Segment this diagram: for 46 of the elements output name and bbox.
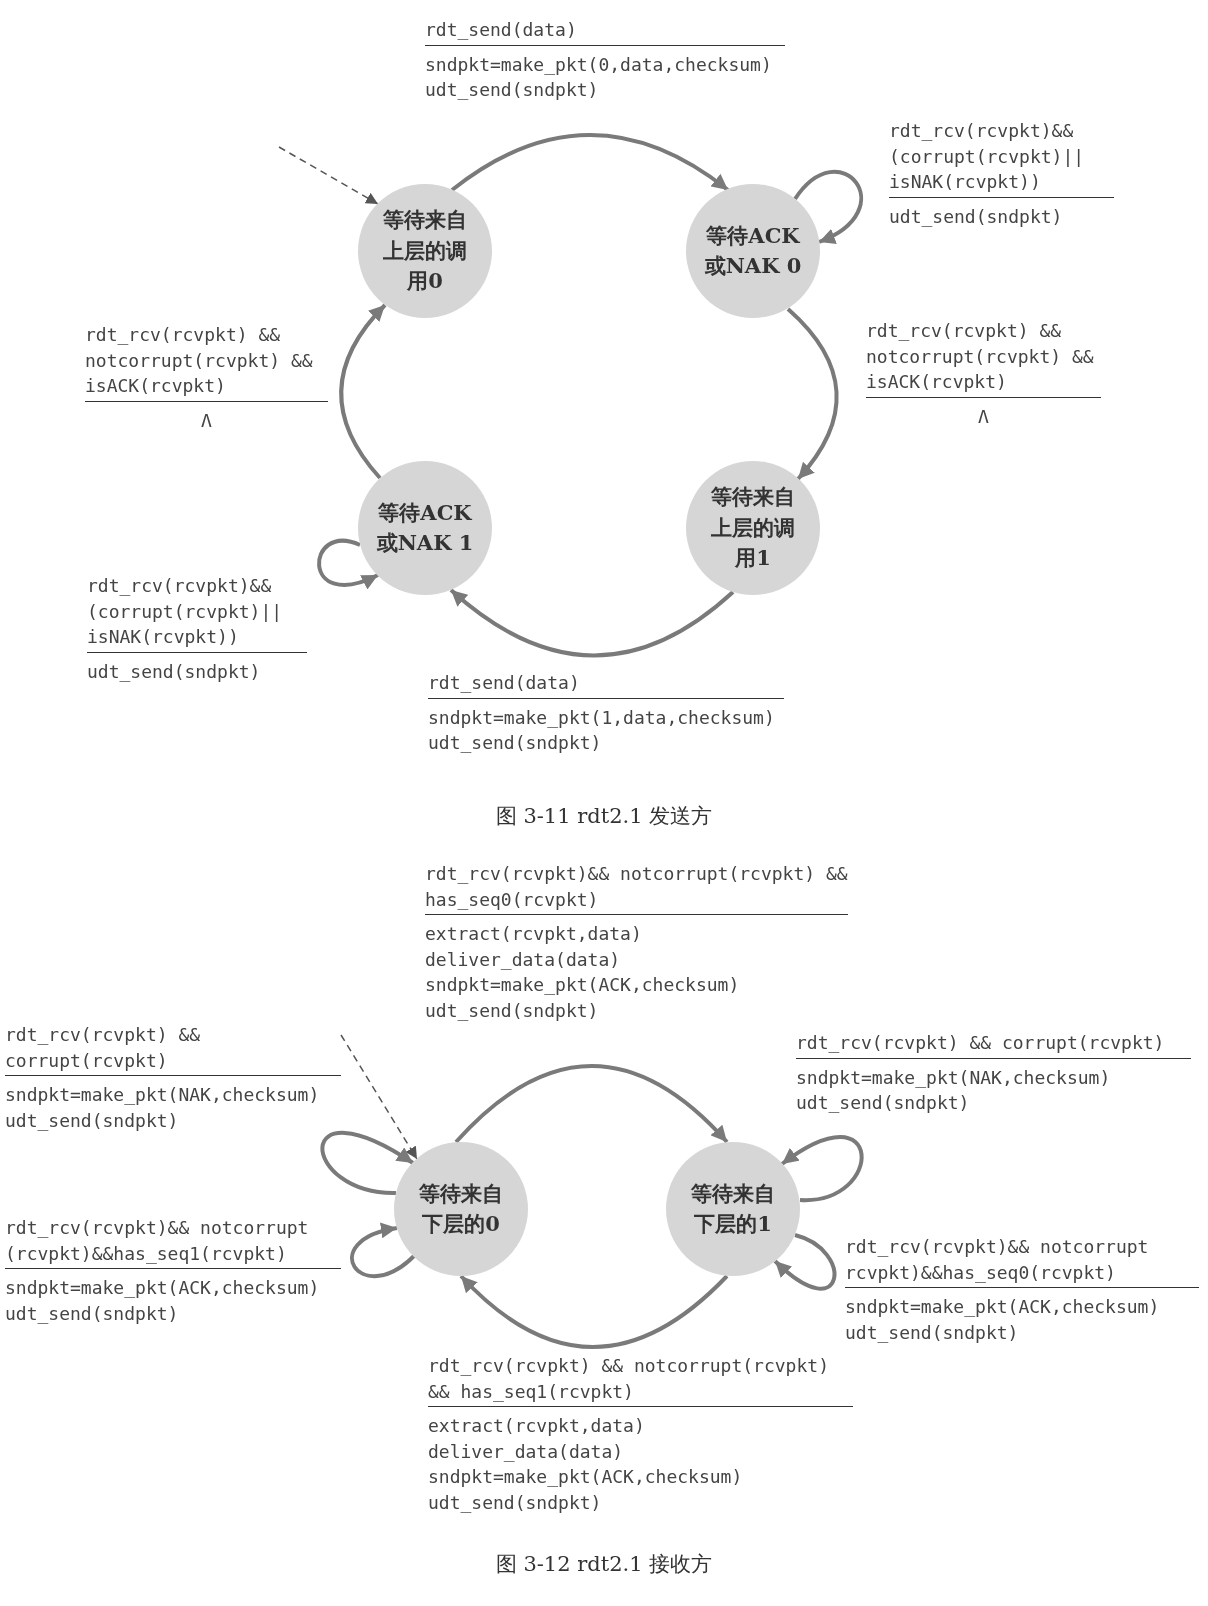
transition-event: rdt_rcv(rcvpkt)&& notcorrupt(rcvpkt) && has_seq0(rcvpkt) bbox=[425, 861, 848, 916]
transition-arrow bbox=[780, 1135, 864, 1202]
transition-action: Λ bbox=[200, 408, 213, 433]
state-circle: 等待来自下层的1 bbox=[666, 1142, 800, 1276]
initial-arrow bbox=[340, 1034, 418, 1160]
transition-action: sndpkt=make_pkt(0,data,checksum) udt_send(sndpkt) bbox=[425, 52, 773, 103]
transition-arrow bbox=[793, 170, 863, 244]
initial-arrow bbox=[278, 146, 379, 205]
transition-action: sndpkt=make_pkt(ACK,checksum) udt_send(sndpkt) bbox=[5, 1276, 321, 1326]
transition-event: rdt_rcv(rcvpkt)&& (corrupt(rcvpkt)|| isNAK(rcvpkt)) bbox=[889, 118, 1114, 198]
transition-action: udt_send(sndpkt) bbox=[87, 659, 262, 684]
transition-action: extract(rcvpkt,data) deliver_data(data) sndpkt=make_pkt(ACK,checksum) udt_send(sndpkt) bbox=[425, 922, 741, 1023]
transition-arrow bbox=[450, 133, 730, 192]
transition-arrow bbox=[320, 1131, 415, 1195]
transition-event: rdt_rcv(rcvpkt)&& notcorrupt rcvpkt)&&has_seq0(rcvpkt) bbox=[845, 1234, 1199, 1289]
state-circle: 等待来自下层的0 bbox=[394, 1142, 528, 1276]
transition-action: sndpkt=make_pkt(NAK,checksum) udt_send(sndpkt) bbox=[796, 1065, 1112, 1116]
transition-action: sndpkt=make_pkt(ACK,checksum) udt_send(sndpkt) bbox=[845, 1295, 1161, 1345]
transition-event: rdt_rcv(rcvpkt) && notcorrupt(rcvpkt) && isACK(rcvpkt) bbox=[85, 322, 328, 402]
transition-event: rdt_rcv(rcvpkt) && corrupt(rcvpkt) bbox=[5, 1022, 341, 1077]
transition-arrow bbox=[454, 1064, 729, 1144]
transition-event: rdt_rcv(rcvpkt) && notcorrupt(rcvpkt) && isACK(rcvpkt) bbox=[866, 318, 1101, 398]
state-circle: 等待来自上层的调用1 bbox=[686, 461, 820, 595]
transition-event: rdt_send(data) bbox=[425, 17, 785, 46]
transition-arrow bbox=[773, 1233, 837, 1291]
transition-action: extract(rcvpkt,data) deliver_data(data) sndpkt=make_pkt(ACK,checksum) udt_send(sndpkt) bbox=[428, 1414, 744, 1515]
transition-arrow bbox=[449, 588, 735, 658]
transition-event: rdt_rcv(rcvpkt)&& (corrupt(rcvpkt)|| isNAK(rcvpkt)) bbox=[87, 573, 307, 653]
transition-action: udt_send(sndpkt) bbox=[889, 204, 1064, 229]
state-circle: 等待ACK或NAK 1 bbox=[358, 461, 492, 595]
transition-arrow bbox=[459, 1274, 729, 1349]
transition-action: sndpkt=make_pkt(1,data,checksum) udt_send(sndpkt) bbox=[428, 705, 776, 756]
state-circle: 等待ACK或NAK 0 bbox=[686, 184, 820, 318]
transition-event: rdt_rcv(rcvpkt) && corrupt(rcvpkt) bbox=[796, 1030, 1191, 1059]
transition-event: rdt_rcv(rcvpkt) && notcorrupt(rcvpkt) && has_seq1(rcvpkt) bbox=[428, 1353, 853, 1408]
transition-arrow bbox=[786, 307, 839, 481]
transition-action: sndpkt=make_pkt(NAK,checksum) udt_send(sndpkt) bbox=[5, 1083, 321, 1133]
transition-arrow bbox=[339, 303, 387, 480]
figure-caption: 图 3-12 rdt2.1 接收方 bbox=[495, 1552, 713, 1576]
state-circle: 等待来自上层的调用0 bbox=[358, 184, 492, 318]
figure-caption: 图 3-11 rdt2.1 发送方 bbox=[495, 804, 713, 828]
transition-arrow bbox=[317, 539, 379, 589]
transition-arrow bbox=[350, 1223, 416, 1278]
transition-action: Λ bbox=[977, 404, 990, 429]
transition-event: rdt_rcv(rcvpkt)&& notcorrupt (rcvpkt)&&has_seq1(rcvpkt) bbox=[5, 1215, 341, 1270]
transition-event: rdt_send(data) bbox=[428, 670, 784, 699]
